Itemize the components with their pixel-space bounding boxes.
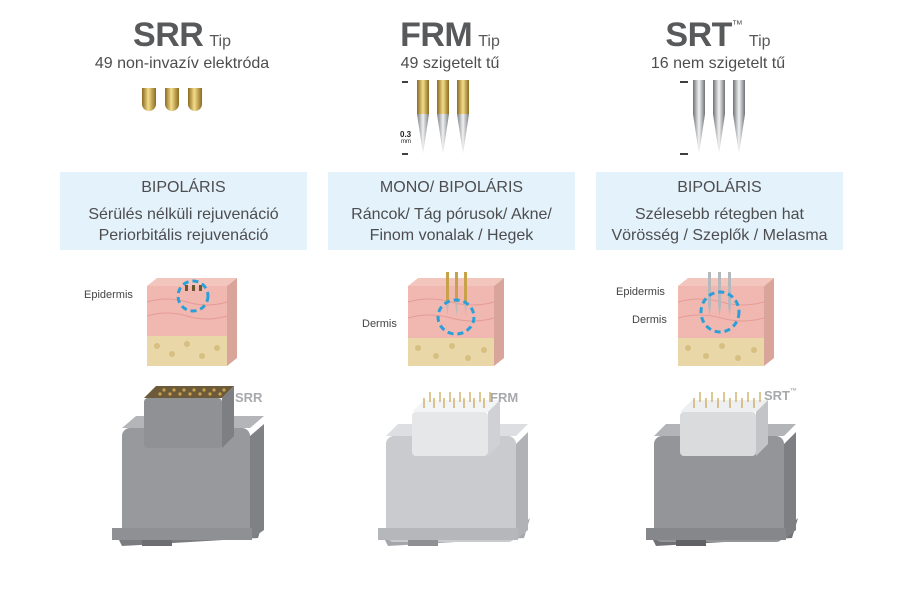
tip-device-image: SRT™ bbox=[588, 380, 848, 600]
tip-suffix: Tip bbox=[748, 33, 771, 50]
indication-line: Szélesebb rétegben hat bbox=[634, 206, 804, 223]
indication-line: Sérülés nélküli rejuvenáció bbox=[88, 206, 279, 223]
device-label: FRM bbox=[490, 390, 518, 405]
electrode-icon bbox=[188, 88, 202, 111]
indication-line: Finom vonalak / Hegek bbox=[369, 227, 534, 244]
device-label-text: SRT bbox=[764, 388, 790, 403]
mode-label: BIPOLÁRIS bbox=[677, 179, 762, 196]
skin-layer-label: Epidermis bbox=[616, 286, 665, 298]
skin-diagram: Epidermis Dermis bbox=[588, 272, 848, 372]
electrode-icon bbox=[165, 88, 179, 111]
device-label: SRT™ bbox=[764, 388, 797, 403]
needle-icon bbox=[733, 80, 745, 154]
skin-layer-label: Dermis bbox=[362, 318, 397, 330]
tip-title: SRR Tip bbox=[52, 16, 312, 55]
skin-diagram: Epidermis bbox=[52, 272, 312, 372]
tip-column-srr: SRR Tip 49 non-invazív elektróda BIPOLÁRI… bbox=[52, 0, 312, 602]
skin-layer-label: Dermis bbox=[632, 314, 667, 326]
cartridge-icon bbox=[378, 392, 530, 546]
tip-suffix: Tip bbox=[478, 33, 500, 50]
skin-cross-section-icon bbox=[678, 272, 774, 366]
tip-column-frm: FRM Tip 49 szigetelt tű 0.3 mm MONO/ BIPO… bbox=[320, 0, 580, 602]
cartridge-icon bbox=[646, 392, 798, 546]
info-box: BIPOLÁRIS Sérülés nélküli rejuvenáció Pe… bbox=[60, 172, 307, 250]
device-label-text: SRR bbox=[235, 390, 263, 405]
tip-column-srt: SRT™Tip 16 nem szigetelt tű BIPOLÁRIS Sz… bbox=[588, 0, 848, 602]
tip-name: FRM bbox=[400, 16, 473, 54]
skin-layer-label: Epidermis bbox=[84, 289, 133, 301]
frm-needles-image: 0.3 mm bbox=[320, 80, 580, 160]
tip-suffix: Tip bbox=[209, 33, 231, 50]
cartridge-icon bbox=[112, 386, 264, 546]
tip-title: FRM Tip bbox=[320, 16, 580, 55]
skin-cross-section-icon bbox=[147, 278, 237, 366]
indications: Sérülés nélküli rejuvenáció Periorbitáli… bbox=[60, 204, 307, 246]
mode-label: BIPOLÁRIS bbox=[141, 179, 226, 196]
electrode-icon bbox=[142, 88, 156, 111]
indication-line: Vörösség / Szeplők / Melasma bbox=[611, 227, 828, 244]
tip-title: SRT™ Tip bbox=[588, 16, 848, 55]
tip-device-image: FRM bbox=[320, 380, 580, 600]
tip-name: SRT bbox=[665, 16, 732, 54]
tip-subtitle: 49 non-invazív elektróda bbox=[94, 55, 270, 72]
info-box: MONO/ BIPOLÁRIS Ráncok/ Tág pórusok/ Akn… bbox=[328, 172, 575, 250]
depth-value: 0.3 bbox=[400, 130, 412, 139]
trademark-symbol: ™ bbox=[790, 388, 797, 395]
srt-needles-image bbox=[680, 80, 745, 155]
indication-line: Periorbitális rejuvenáció bbox=[98, 227, 269, 244]
indications: Szélesebb rétegben hat Vörösség / Szeplő… bbox=[596, 204, 843, 246]
tip-subtitle: 49 szigetelt tű bbox=[400, 55, 500, 72]
tip-name: SRR bbox=[133, 16, 204, 54]
mode-label: MONO/ BIPOLÁRIS bbox=[379, 179, 524, 196]
needle-icon bbox=[437, 80, 449, 154]
depth-unit: mm bbox=[401, 139, 411, 145]
tip-subtitle: 16 nem szigetelt tű bbox=[650, 55, 786, 72]
indication-line: Ráncok/ Tág pórusok/ Akne/ bbox=[351, 206, 552, 223]
device-label-text: FRM bbox=[490, 390, 519, 405]
skin-cross-section-icon bbox=[408, 272, 504, 366]
info-box: BIPOLÁRIS Szélesebb rétegben hat Vörössé… bbox=[596, 172, 843, 250]
trademark-symbol: ™ bbox=[731, 19, 743, 31]
srr-electrodes-image bbox=[142, 88, 202, 111]
needle-icon bbox=[713, 80, 725, 154]
needle-icon bbox=[693, 80, 705, 154]
needle-icon bbox=[417, 80, 429, 154]
indications: Ráncok/ Tág pórusok/ Akne/ Finom vonalak… bbox=[328, 204, 575, 246]
device-label: SRR bbox=[235, 390, 262, 405]
needle-icon bbox=[457, 80, 469, 154]
skin-diagram: Dermis bbox=[320, 272, 580, 372]
tip-device-image: SRR bbox=[52, 380, 312, 600]
